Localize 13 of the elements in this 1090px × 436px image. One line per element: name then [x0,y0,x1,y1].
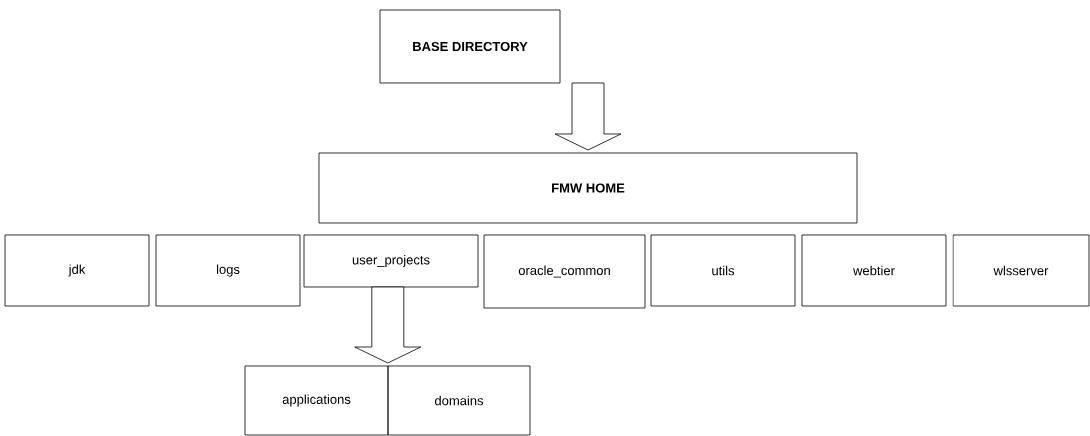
folder-box: webtier [801,234,947,307]
folder-box: utils [650,234,796,307]
folder-box: wlsserver [952,234,1090,307]
folder-box: jdk [4,234,150,307]
folder-box: domains [387,365,531,436]
block-arrow [354,286,422,364]
folder-box: user_projects [303,234,479,288]
folder-box: BASE DIRECTORY [379,9,561,84]
folder-box: logs [155,234,301,307]
folder-box: oracle_common [483,234,646,309]
block-arrow [554,82,622,151]
folder-box: applications [244,365,389,436]
folder-box: FMW HOME [318,152,858,224]
